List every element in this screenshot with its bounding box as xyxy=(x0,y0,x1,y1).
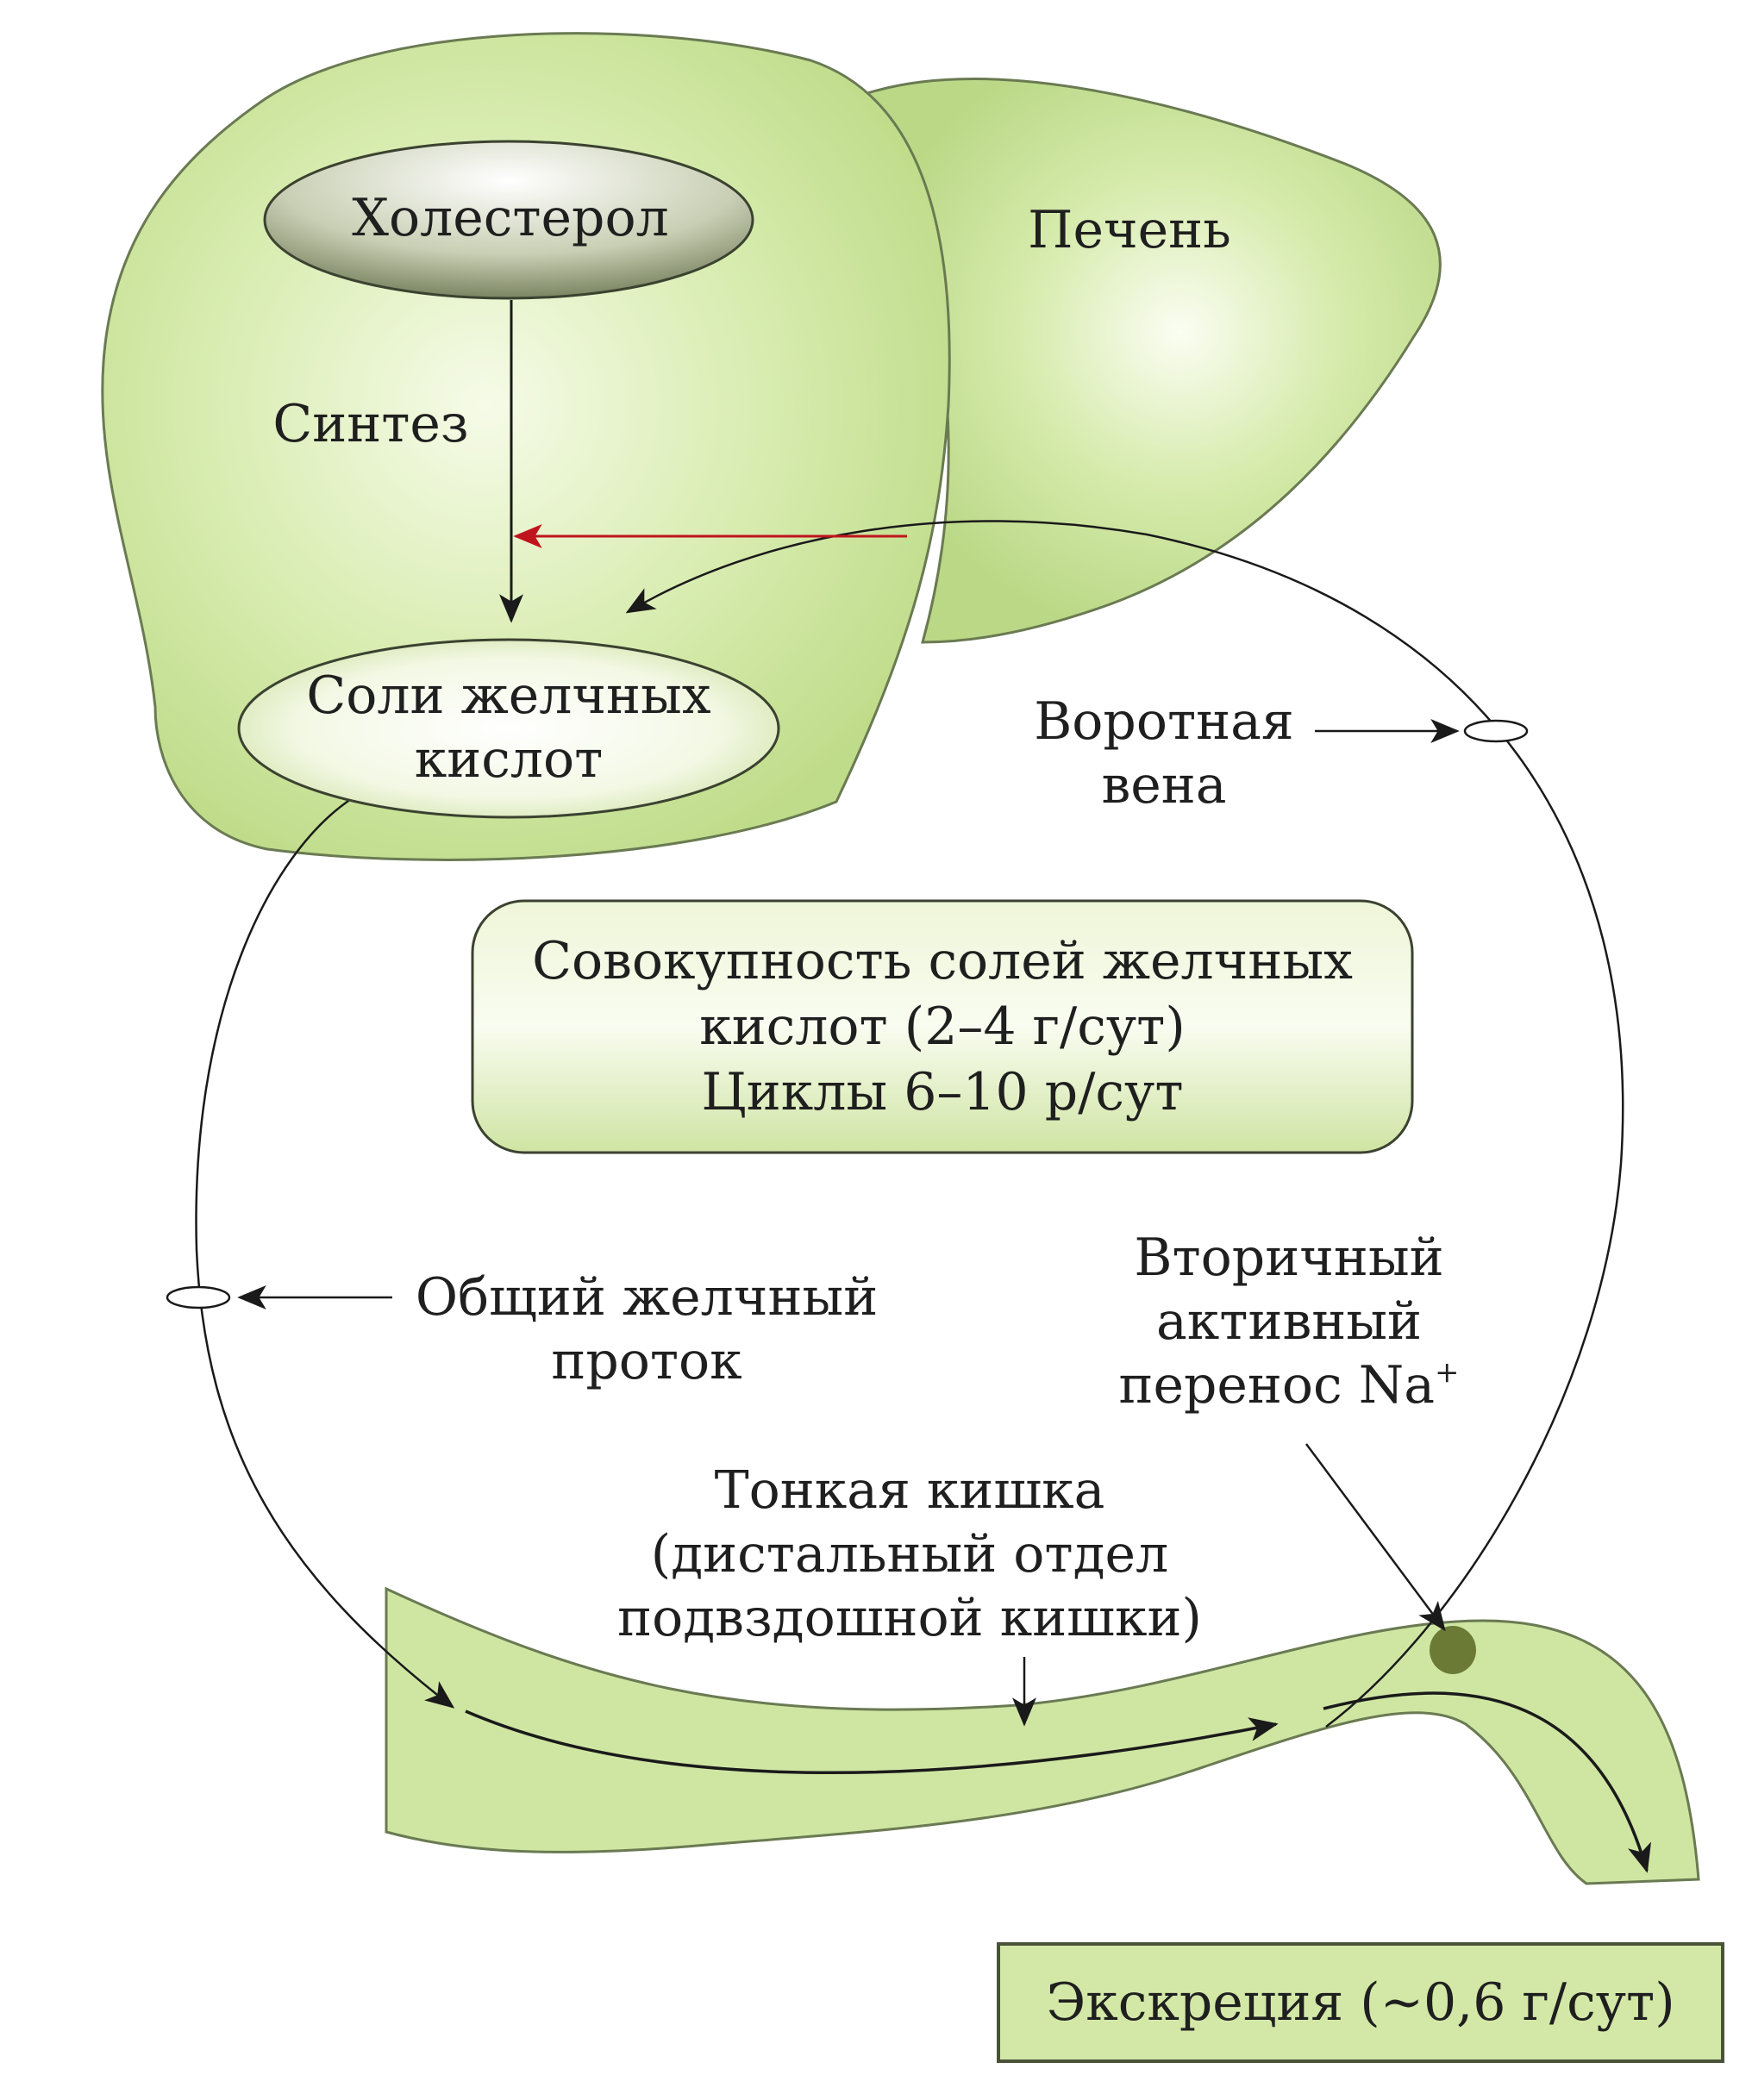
bile-salts-node xyxy=(237,638,780,819)
transport-pointer xyxy=(1305,1443,1446,1632)
cholesterol-node xyxy=(263,140,754,300)
cholesterol-label: Холестерол xyxy=(352,188,669,248)
common-bile-duct-label: Общий желчный проток xyxy=(415,1267,879,1391)
intestine-flow-arrow xyxy=(465,1709,1279,1774)
excretion-label: Экскреция (~0,6 г/сут) xyxy=(1046,1972,1675,2033)
synthesis-label: Синтез xyxy=(272,394,469,454)
bile-duct-path xyxy=(195,796,455,1709)
excretion-flow-arrow xyxy=(1323,1691,1651,1873)
liver-label: Печень xyxy=(1028,200,1231,260)
small-intestine-label: Тонкая кишка (дистальный отдел подвздошн… xyxy=(617,1460,1202,1648)
portal-vein-label: Воротная вена xyxy=(1034,691,1294,816)
portal-return-path xyxy=(625,520,1624,1728)
transport-site xyxy=(1430,1626,1476,1674)
secondary-transport-label: Вторичный активный перенос Na+ xyxy=(1118,1228,1460,1416)
excretion-box xyxy=(997,1942,1724,2063)
bile-salt-pool-box xyxy=(471,899,1414,1154)
sodium-charge: + xyxy=(1434,1355,1460,1390)
bile-salt-pool-text: Совокупность солей желчных кислот (2–4 г… xyxy=(532,931,1353,1122)
bile-salts-label: Соли желчных кислот xyxy=(306,666,711,790)
small-intestine xyxy=(385,1586,1700,1885)
bile-duct-section xyxy=(166,1285,231,1309)
portal-vein-section xyxy=(1463,719,1529,743)
